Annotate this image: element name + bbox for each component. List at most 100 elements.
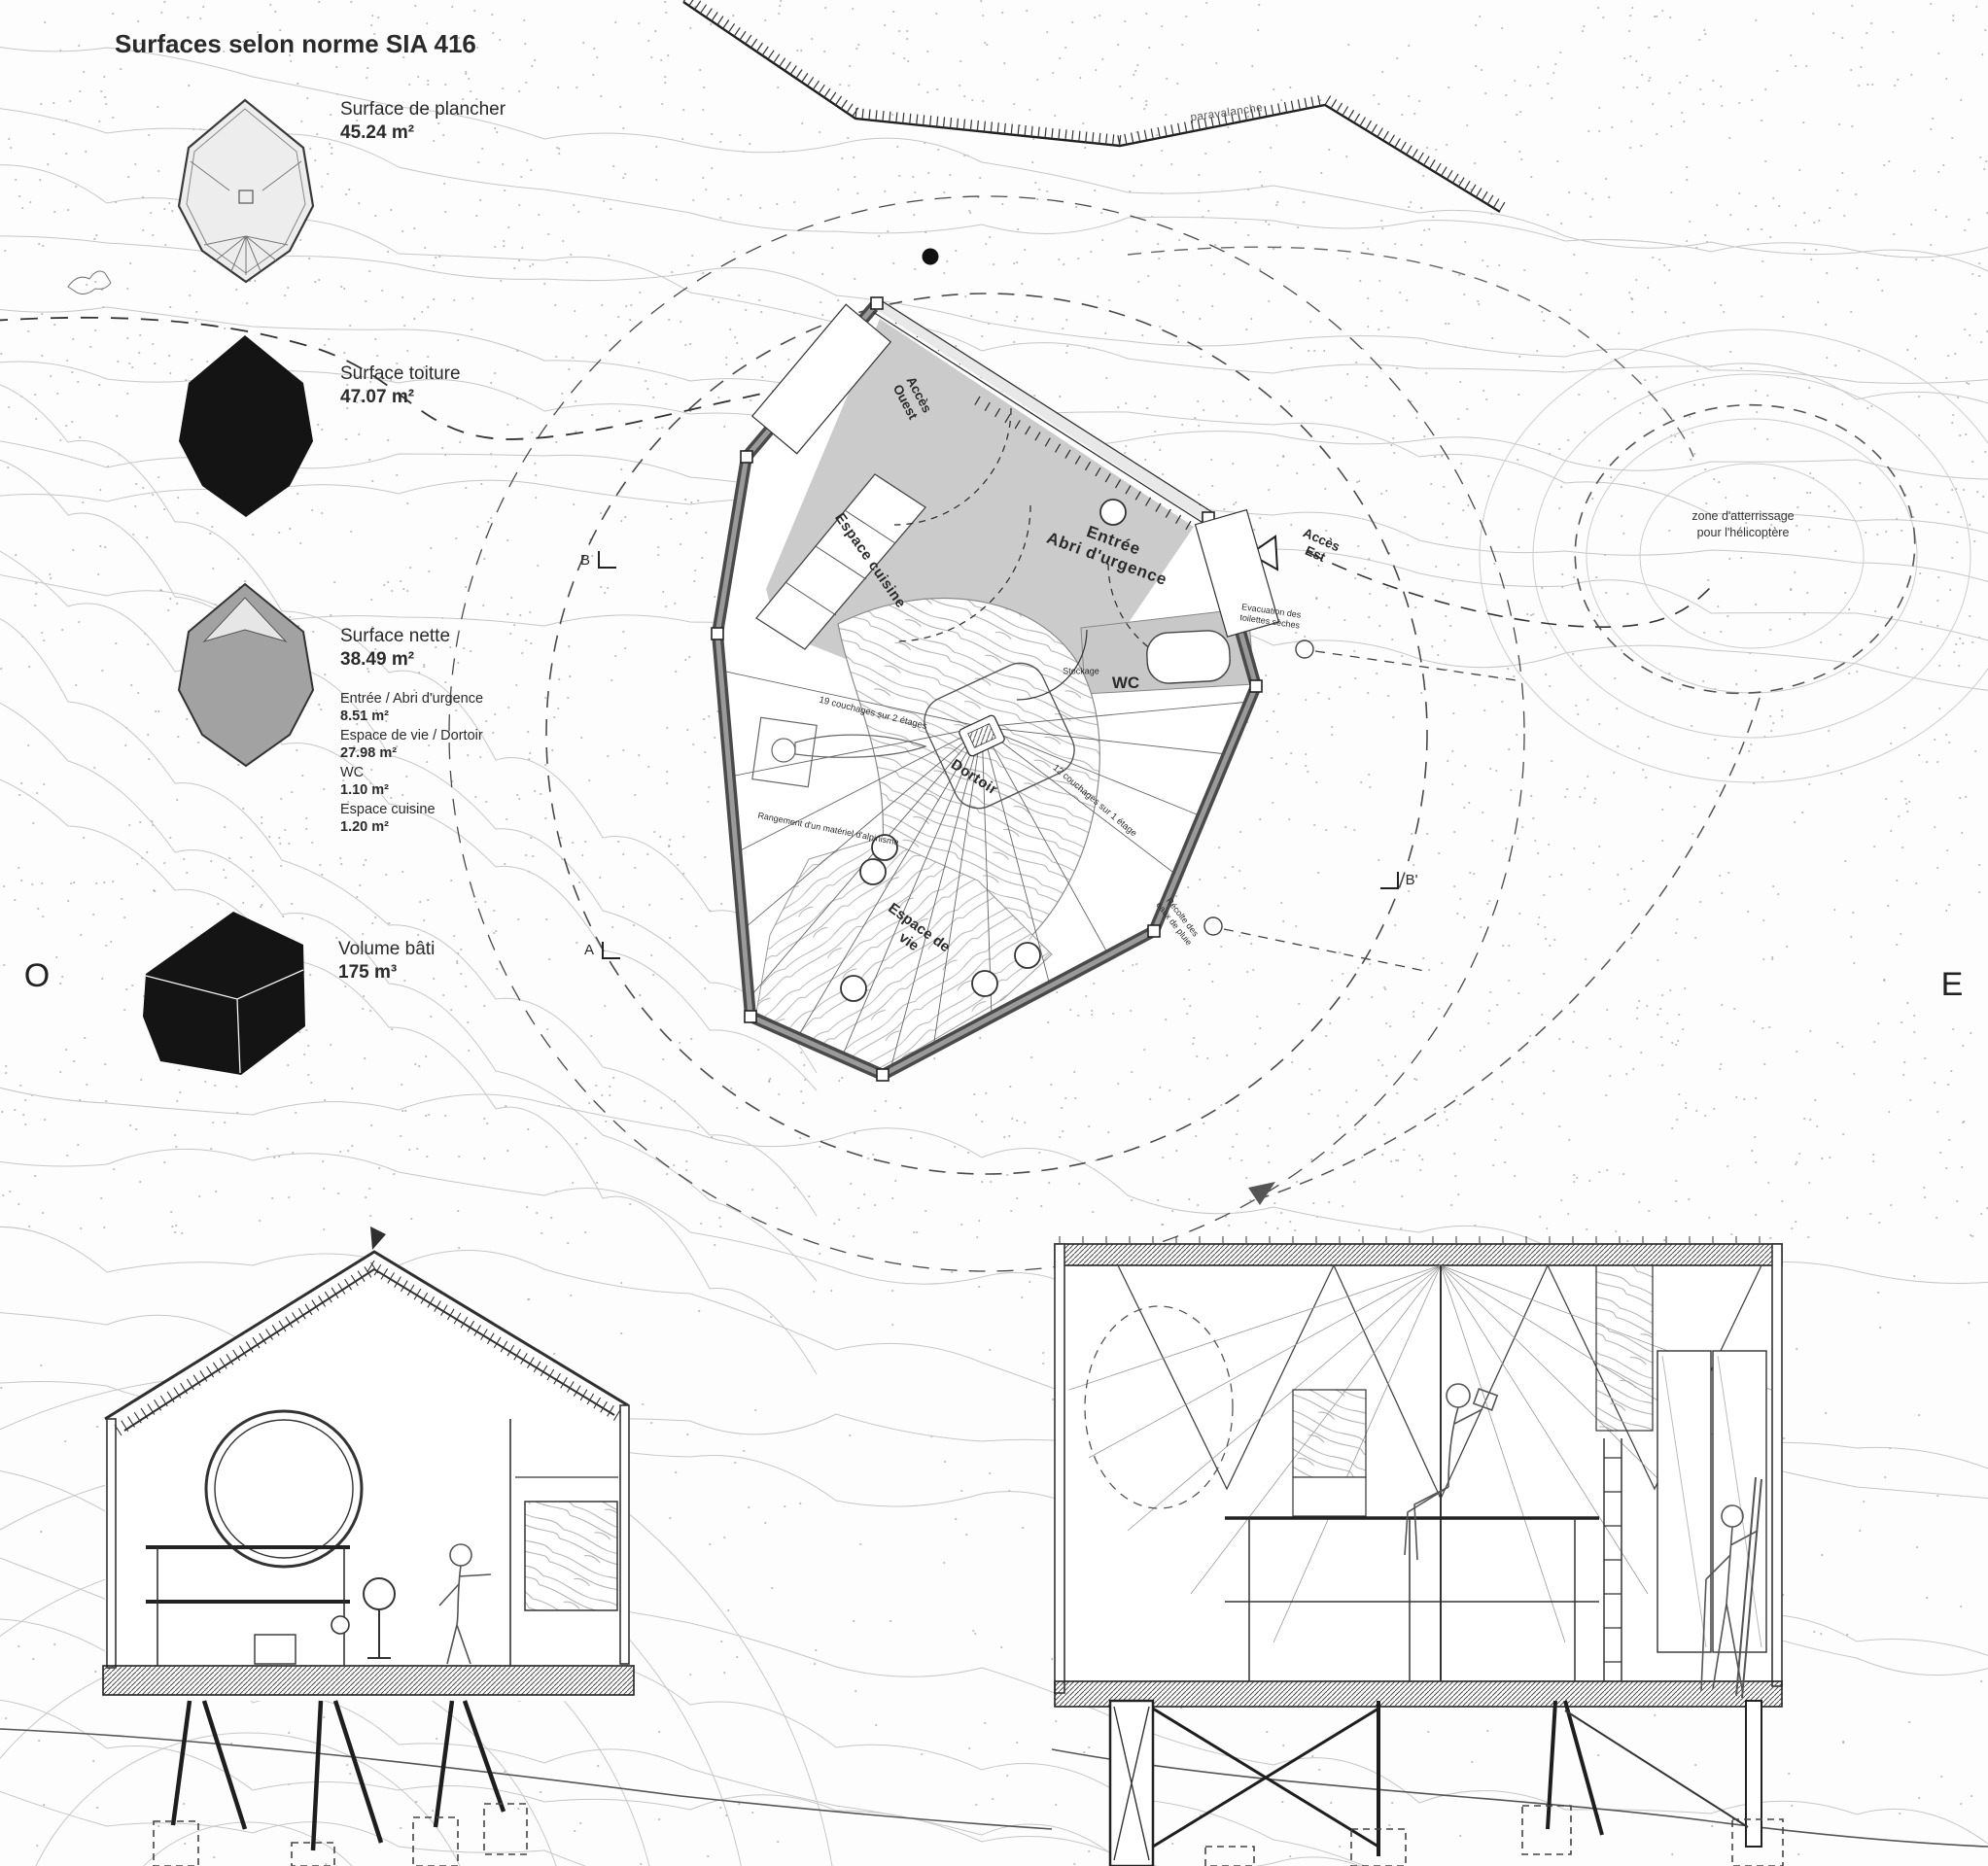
section-corner-a (602, 942, 620, 959)
legend-label-toiture: Surface toiture (340, 363, 461, 384)
diagram-floor-core (238, 190, 254, 204)
breakdown-room: Espace cuisine (340, 802, 436, 817)
sheet-title: Surfaces selon norme SIA 416 (115, 29, 476, 58)
leader-node-toilets (1295, 639, 1314, 659)
bench-supports (1248, 1518, 1576, 1681)
table-leg (367, 1609, 391, 1659)
legend-value-volume: 175 m³ (338, 962, 398, 983)
figure-standing-skis (1700, 1476, 1762, 1699)
diagram-roof-surface (179, 335, 313, 517)
stool (840, 975, 867, 1002)
posts (157, 1419, 511, 1666)
trail-arrowhead-icon (1248, 1182, 1275, 1205)
ground-line-left (0, 1728, 1053, 1830)
legend-value-plancher: 45.24 m² (340, 122, 415, 143)
breakdown-room: Espace de vie / Dortoir (340, 728, 483, 743)
compass-west-letter: O (23, 956, 51, 994)
contour (0, 46, 1988, 272)
breakdown-area: 1.10 m² (340, 782, 389, 798)
contour (0, 235, 1988, 384)
wall-right (619, 1404, 630, 1665)
stool-section (331, 1615, 350, 1635)
contour (0, 384, 818, 998)
breakdown-area: 1.20 m² (340, 819, 389, 835)
figure-sitting (1404, 1383, 1499, 1561)
floor-slab-b (1054, 1680, 1783, 1708)
section-a-drawing (0, 1227, 1053, 1866)
legend-label-plancher: Surface de plancher (340, 99, 506, 120)
contour (0, 108, 1988, 259)
stilts-left (170, 1700, 506, 1851)
ladder-rung-lines (1604, 1457, 1622, 1663)
glazing-band (873, 297, 1212, 524)
roof-band (1054, 1243, 1783, 1266)
kitchen-shelves (785, 509, 896, 616)
leader-node-rain (1203, 916, 1223, 936)
legend-label-nette: Surface nette (340, 626, 451, 646)
ground-line-right (1051, 1748, 1988, 1848)
door-swing-west (893, 407, 1012, 526)
table-top (363, 1577, 396, 1610)
roof-inner (123, 1267, 615, 1432)
diagram-floor-stairs (190, 160, 302, 275)
diagram-volume (143, 912, 305, 1075)
animal-sketch (67, 270, 112, 294)
breakdown-room: Entrée / Abri d'urgence (340, 691, 484, 707)
wall-core (715, 301, 1259, 1078)
brace-right (1564, 1710, 1749, 1828)
roof-hatch (114, 1260, 621, 1436)
stool (971, 970, 998, 997)
contour (0, 618, 818, 1217)
contour (0, 1699, 1362, 1866)
legend-diagrams (143, 98, 315, 1075)
ladder-rungs (1604, 1457, 1622, 1663)
survey-point (922, 248, 939, 265)
wall-right-b (1771, 1243, 1783, 1687)
movement-arc (893, 504, 1031, 642)
section-marker-b-prime: B' (1405, 872, 1418, 889)
roof-comb (1059, 1236, 1761, 1243)
plan-label-wc: WC (1111, 673, 1140, 692)
diagram-volume-edges (145, 969, 304, 1074)
heli-terrain-ring (1586, 418, 1918, 694)
heliport-zone-outline (1574, 403, 1916, 695)
legend-nette-breakdown: Entrée / Abri d'urgence 8.51 m² Espace d… (340, 690, 483, 838)
wall-left-b (1054, 1243, 1065, 1694)
wood-panel (524, 1501, 618, 1611)
pillar-right (1745, 1700, 1762, 1848)
stool (871, 834, 898, 861)
contour (0, 1790, 587, 1866)
contour (0, 778, 818, 1375)
heliport-label: zone d'atterrissage pour l'hélicoptère (1692, 509, 1795, 539)
stove-core (967, 723, 996, 748)
section-corner-b-prime (1380, 872, 1399, 889)
legend-value-nette: 38.49 m² (340, 649, 415, 670)
kitchen-band (755, 473, 926, 650)
contour (0, 459, 818, 1074)
paravalanche-line (682, 1, 1501, 214)
section-corner-b (598, 551, 616, 569)
section-marker-b: B (579, 552, 591, 570)
round-window-inner (214, 1419, 354, 1559)
roof-outer (104, 1250, 629, 1421)
access-east-arrow-icon (1248, 535, 1279, 571)
door-swing-wc (1016, 629, 1088, 701)
dashed-volume (1084, 1305, 1234, 1509)
plan-details (720, 299, 1251, 1074)
contour (0, 702, 818, 1282)
compass-east-letter: E (1940, 965, 1964, 1003)
wall-posts (711, 296, 1263, 1082)
wall-left (106, 1418, 117, 1669)
wardrobe-detail (1661, 1355, 1762, 1648)
leader-dash-rain (1223, 928, 1430, 973)
roof-apex-flag (370, 1227, 386, 1250)
chest (254, 1634, 296, 1665)
heli-terrain-ring (1479, 328, 1988, 783)
round-window (204, 1409, 364, 1569)
paravalanche-hatch (682, 0, 1506, 212)
legend-value-toiture: 47.07 m² (340, 387, 415, 407)
bunk-slabs (146, 1545, 350, 1604)
breakdown-area: 27.98 m² (340, 745, 398, 761)
